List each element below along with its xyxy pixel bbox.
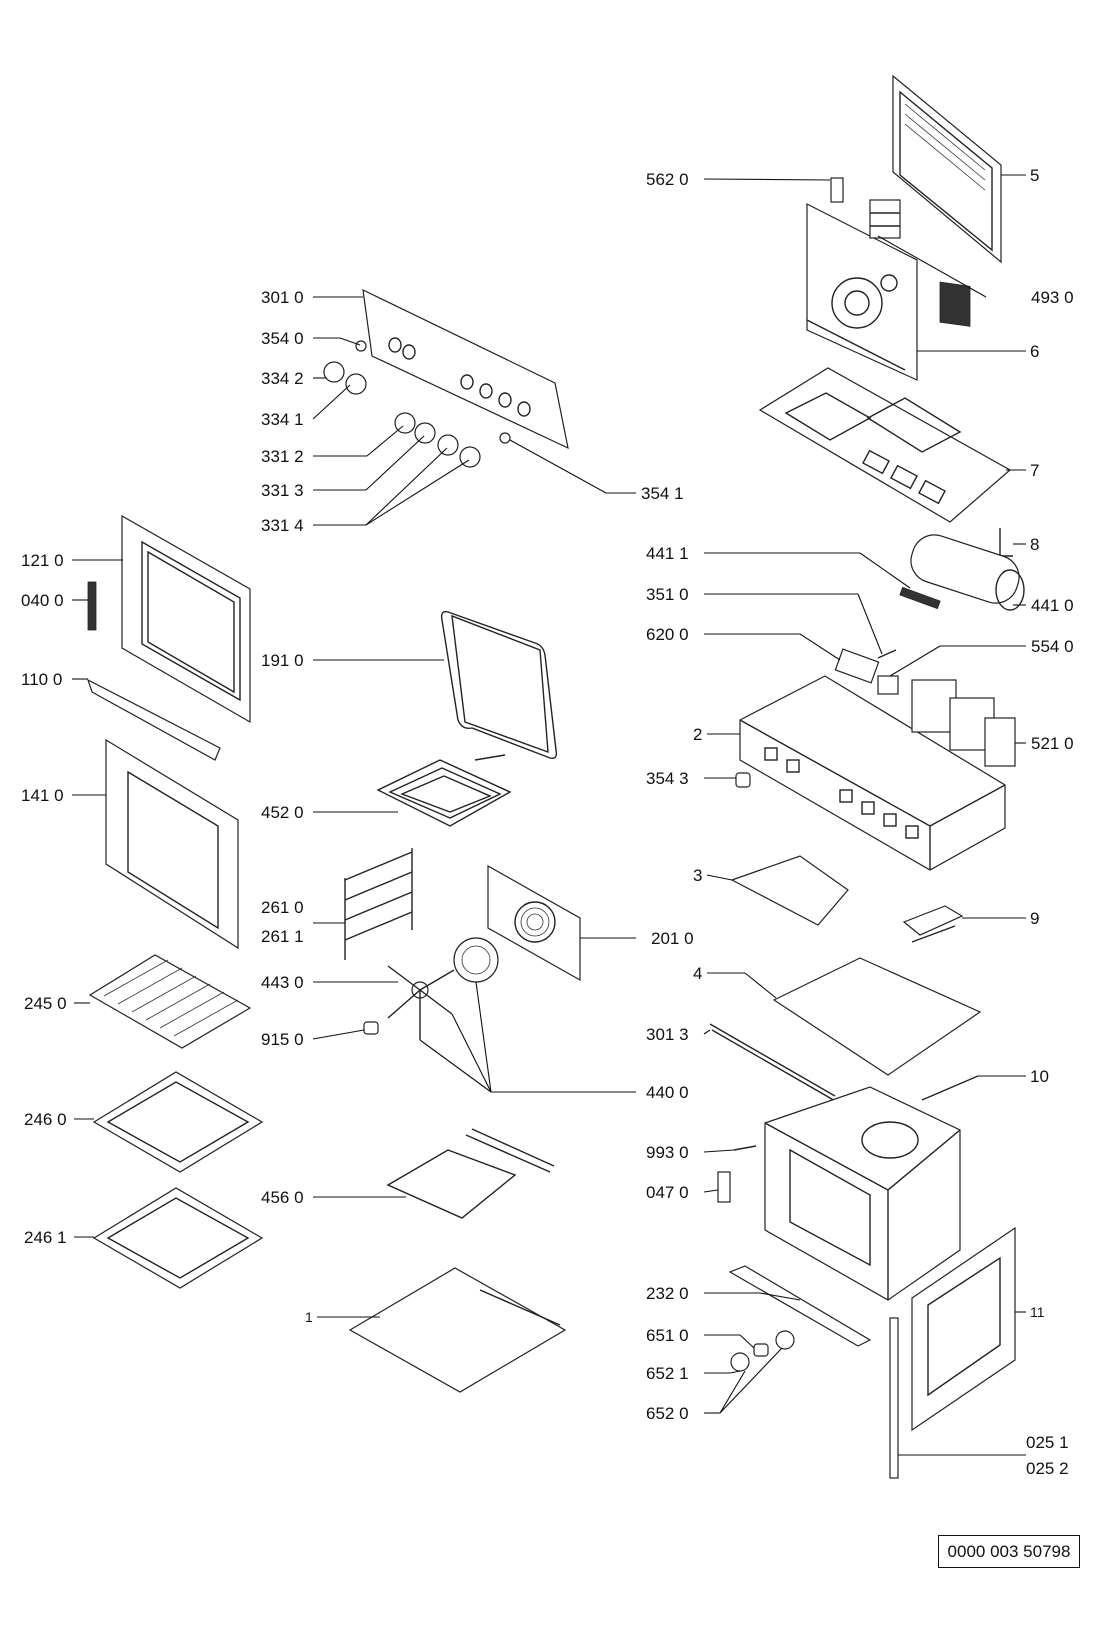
callout-4410: 441 0	[1031, 596, 1074, 615]
callout-3312: 331 2	[261, 447, 304, 466]
rotary-switches	[911, 679, 1016, 767]
wire-rack	[88, 954, 252, 1049]
callout-1100: 110 0	[21, 670, 62, 689]
control-knobs	[323, 340, 511, 468]
mounting-strip	[709, 1023, 838, 1103]
callout-2010: 201 0	[651, 929, 694, 948]
callout-9: 9	[1030, 909, 1039, 928]
control-housing	[739, 675, 1006, 871]
control-panel-fascia	[362, 288, 569, 450]
callout-6520: 652 0	[646, 1404, 689, 1423]
door-handle	[86, 678, 221, 761]
cavity-front-frame	[911, 1226, 1016, 1432]
document-number-box: 0000 003 50798	[938, 1535, 1080, 1568]
outer-door-glass	[105, 738, 239, 950]
callout-2611: 261 1	[261, 927, 304, 946]
inner-door-frame	[121, 514, 251, 724]
callout-3313: 331 3	[261, 481, 304, 500]
callout-5: 5	[1030, 166, 1039, 185]
support-bracket	[730, 855, 849, 926]
callout-0252: 025 2	[1026, 1459, 1069, 1478]
callout-3543: 354 3	[646, 769, 689, 788]
callout-10: 10	[1030, 1067, 1049, 1086]
fan-nut	[363, 1021, 379, 1035]
lower-heating-element	[386, 1128, 555, 1219]
callout-2: 2	[693, 725, 702, 744]
base-plate	[348, 1267, 567, 1393]
callout-3: 3	[693, 866, 702, 885]
oven-lamp-parts	[730, 1330, 795, 1372]
callout-8: 8	[1030, 535, 1039, 554]
grill-heating-element	[376, 754, 512, 827]
callout-1910: 191 0	[261, 651, 304, 670]
callout-0470: 047 0	[646, 1183, 689, 1202]
callout-3314: 331 4	[261, 516, 304, 535]
callout-9150: 915 0	[261, 1030, 304, 1049]
screw-and-latch	[717, 1145, 757, 1203]
callout-4400: 440 0	[646, 1083, 689, 1102]
side-shelf-rails	[344, 848, 413, 960]
callout-11: 11	[1030, 1304, 1045, 1320]
callout-2320: 232 0	[646, 1284, 689, 1303]
callout-3013: 301 3	[646, 1025, 689, 1044]
side-slide-rail	[889, 1317, 899, 1479]
callout-3541: 354 1	[641, 484, 684, 503]
callout-0251: 025 1	[1026, 1433, 1069, 1452]
callout-4411: 441 1	[646, 544, 689, 563]
callout-5540: 554 0	[1031, 637, 1074, 656]
thin-strip	[921, 1075, 979, 1101]
callout-4930: 493 0	[1031, 288, 1074, 307]
callout-3010: 301 0	[261, 288, 304, 307]
callout-4560: 456 0	[261, 1188, 304, 1207]
callout-3341: 334 1	[261, 410, 304, 429]
callout-6200: 620 0	[646, 625, 689, 644]
callout-2610: 261 0	[261, 898, 304, 917]
top-plate	[758, 367, 1012, 523]
callout-6510: 651 0	[646, 1326, 689, 1345]
callout-4: 4	[693, 964, 702, 983]
small-bracket	[830, 177, 844, 203]
terminal-components	[834, 648, 899, 695]
fan-cover-panel	[487, 864, 581, 982]
door-gasket	[440, 610, 558, 760]
front-trim-strip	[728, 1265, 872, 1347]
transformer-block	[869, 199, 901, 239]
callout-4520: 452 0	[261, 803, 304, 822]
callout-1410: 141 0	[21, 786, 64, 805]
door-hinge	[87, 581, 97, 631]
small-knob	[735, 772, 751, 788]
rear-cover-panel	[892, 74, 1002, 327]
callout-6521: 652 1	[646, 1364, 689, 1383]
callout-1: 1	[305, 1309, 313, 1325]
convection-fan	[387, 937, 499, 1040]
callout-2461: 246 1	[24, 1228, 67, 1247]
callout-1210: 121 0	[21, 551, 64, 570]
callout-0400: 040 0	[21, 591, 64, 610]
callout-3510: 351 0	[646, 585, 689, 604]
callout-labels: 562 0 5 493 0 6 7 8 301 0 354 0 334 2 33…	[21, 166, 1074, 1478]
leader-lines	[72, 174, 1026, 1456]
callout-2460: 246 0	[24, 1110, 67, 1129]
callout-9930: 993 0	[646, 1143, 689, 1162]
callout-3540: 354 0	[261, 329, 304, 348]
callout-3342: 334 2	[261, 369, 304, 388]
callout-5620: 562 0	[646, 170, 689, 189]
callout-4430: 443 0	[261, 973, 304, 992]
back-panel	[806, 203, 918, 381]
baking-tray-b	[92, 1187, 264, 1289]
mid-plate	[772, 957, 982, 1076]
baking-tray-a	[92, 1071, 264, 1173]
callout-5210: 521 0	[1031, 734, 1074, 753]
callout-7: 7	[1030, 461, 1039, 480]
oven-cavity	[764, 1086, 961, 1301]
clip-bracket	[999, 528, 1013, 557]
callout-2450: 245 0	[24, 994, 67, 1013]
callout-6: 6	[1030, 342, 1039, 361]
guide-rail-set	[902, 905, 964, 943]
cooling-fan	[899, 534, 1025, 611]
